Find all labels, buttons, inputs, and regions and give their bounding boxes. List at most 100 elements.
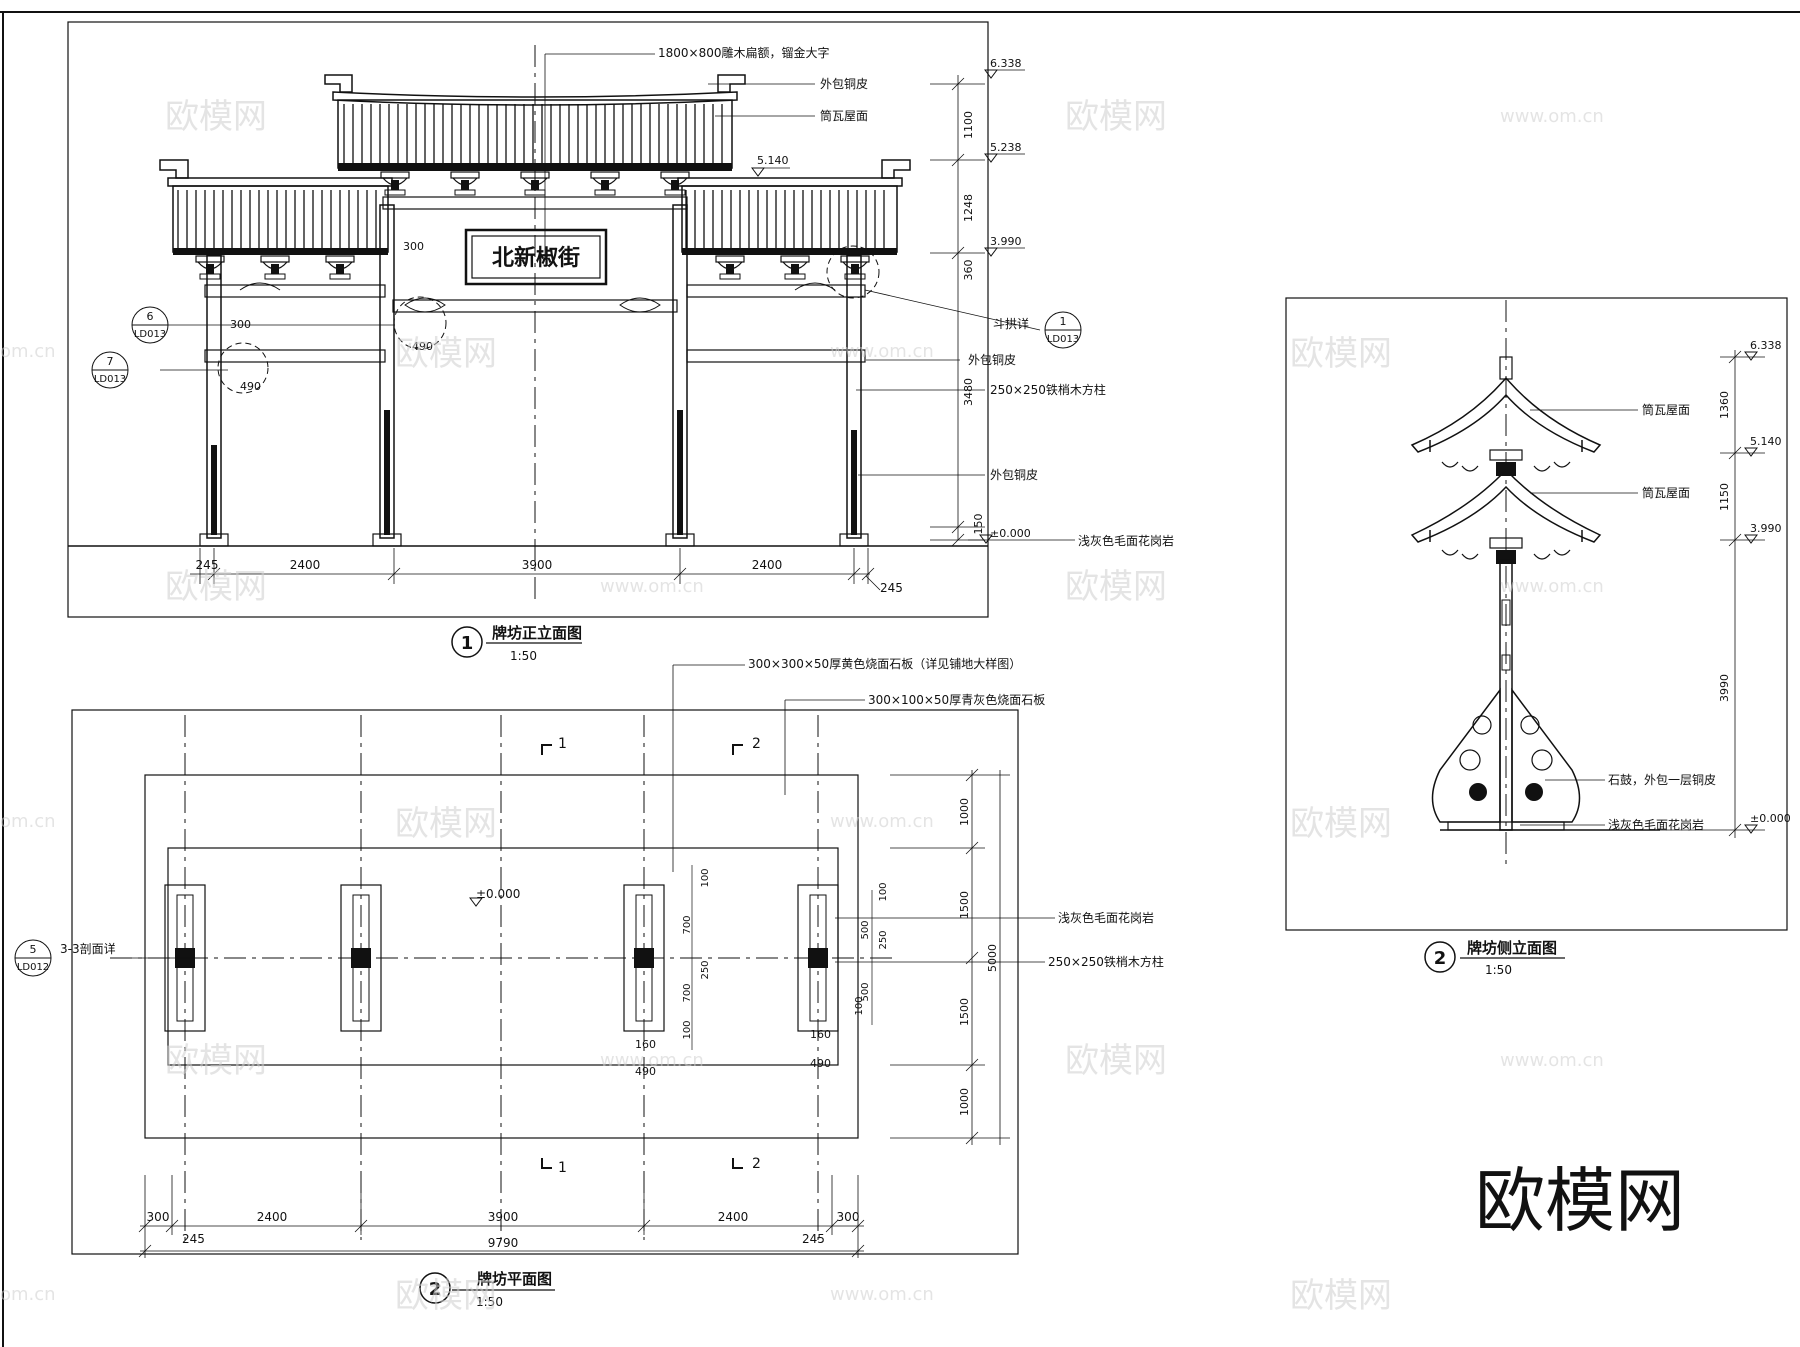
watermark: 欧模网 bbox=[1065, 1041, 1167, 1081]
dougong-bracket bbox=[380, 171, 410, 196]
detail-ref-1[interactable]: 1 LD013 bbox=[1044, 311, 1082, 349]
side-bracket-curl bbox=[1441, 549, 1459, 556]
watermark-url: www.om.cn bbox=[600, 576, 704, 597]
level-0: ±0.000 bbox=[990, 527, 1031, 540]
plan-idim-100-d: 100 bbox=[854, 996, 865, 1015]
watermark: 欧模网 bbox=[395, 334, 497, 374]
plan-idim-250-a: 250 bbox=[700, 960, 711, 979]
section-ref-5[interactable]: 5 LD012 3-3剖面详 bbox=[14, 939, 116, 977]
dougong-bracket bbox=[840, 255, 870, 280]
note-plaque: 1800×800雕木扁额，镏金大字 bbox=[658, 45, 830, 60]
side-bracket-curl bbox=[1461, 465, 1479, 472]
signboard-text: 北新椒街 bbox=[492, 245, 580, 271]
side-vertical-dims bbox=[1600, 350, 1765, 838]
plan-160-a: 160 bbox=[635, 1038, 656, 1051]
side-title-text: 牌坊侧立面图 bbox=[1467, 939, 1557, 957]
detail-ref-7[interactable]: 7 LD013 bbox=[91, 351, 129, 389]
dougong-bracket bbox=[195, 255, 225, 280]
watermark-url: www.om.cn bbox=[830, 341, 934, 362]
lower-roof-left bbox=[159, 159, 393, 255]
side-level-5140: 5.140 bbox=[1750, 435, 1782, 448]
dougong-bracket bbox=[715, 255, 745, 280]
side-elevation-frame bbox=[1285, 297, 1788, 931]
plan-490-a: 490 bbox=[635, 1065, 656, 1078]
plan-bdim-2400-right: 2400 bbox=[718, 1210, 749, 1224]
watermark: 欧模网 bbox=[395, 804, 497, 844]
side-bracket-curl bbox=[1461, 553, 1479, 560]
plan-rdim-1000-top: 1000 bbox=[958, 798, 971, 826]
watermark: 欧模网 bbox=[1290, 334, 1392, 374]
detail-circle-7 bbox=[217, 342, 269, 394]
watermark-url: www.om.cn bbox=[1500, 106, 1604, 127]
side-title: 2 牌坊侧立面图 1:50 bbox=[1424, 939, 1565, 977]
side-post-band-1 bbox=[1501, 599, 1511, 626]
plan-bdim-3900: 3900 bbox=[488, 1210, 519, 1224]
side-post-band-2 bbox=[1501, 654, 1511, 671]
watermark: 欧模网 bbox=[165, 567, 267, 607]
plan-bdim-300-right: 300 bbox=[837, 1210, 860, 1224]
side-elevation: 筒瓦屋面 筒瓦屋面 石鼓，外包一层铜皮 浅灰色毛面花岗岩 1360 1150 3… bbox=[1285, 297, 1791, 977]
plan-idim-700-b: 700 bbox=[682, 983, 693, 1002]
level-6338: 6.338 bbox=[990, 57, 1022, 70]
side-lower-roof bbox=[1410, 468, 1602, 564]
watermark: 欧模网 bbox=[165, 97, 267, 137]
detail-ref-1-num: 1 bbox=[1060, 315, 1067, 328]
note-copper-1: 外包铜皮 bbox=[820, 76, 868, 91]
site-logo: 欧模网 bbox=[1475, 1160, 1685, 1242]
front-columns bbox=[199, 204, 869, 547]
plan-view: ±0.000 1 2 1 2 300×300×50厚黄色烧面石板（详见铺地大样图… bbox=[14, 656, 1164, 1309]
detail-ref-6[interactable]: 6 LD013 bbox=[131, 306, 169, 344]
detail-circle-6 bbox=[393, 296, 447, 350]
front-title-scale: 1:50 bbox=[510, 649, 537, 663]
side-bracket-curl bbox=[1533, 465, 1551, 472]
plan-bdim-300-left: 300 bbox=[147, 1210, 170, 1224]
hdim-3900: 3900 bbox=[522, 558, 553, 572]
watermark-url: www.om.cn bbox=[830, 1284, 934, 1305]
front-title-index: 1 bbox=[461, 633, 474, 654]
watermark: 欧模网 bbox=[165, 1041, 267, 1081]
section-mark-2-bottom: 2 bbox=[752, 1156, 761, 1172]
watermark-url: www.om.cn bbox=[1500, 576, 1604, 597]
hdim-2400-right: 2400 bbox=[752, 558, 783, 572]
watermark: 欧模网 bbox=[1290, 804, 1392, 844]
side-upper-roof bbox=[1410, 356, 1602, 476]
side-bracket-block bbox=[1496, 550, 1516, 564]
detail-ref-1-sheet: LD013 bbox=[1047, 334, 1079, 345]
plan-inner-paving bbox=[167, 847, 839, 1066]
detail-ref-6-sheet: LD013 bbox=[134, 329, 166, 340]
note-tile-roof: 筒瓦屋面 bbox=[820, 108, 868, 123]
note-copper-3: 外包铜皮 bbox=[990, 467, 1038, 482]
section-mark-2-top: 2 bbox=[752, 736, 761, 752]
watermark-url: om.cn bbox=[0, 811, 56, 832]
plan-bdim-245-left: 245 bbox=[182, 1232, 205, 1246]
watermark-url: om.cn bbox=[0, 341, 56, 362]
front-leaders bbox=[160, 53, 1075, 541]
section-ref-num: 5 bbox=[30, 943, 37, 956]
front-bottom-dims bbox=[190, 548, 881, 591]
hdim-2400-left: 2400 bbox=[290, 558, 321, 572]
section-mark-1-bottom: 1 bbox=[558, 1160, 567, 1176]
watermarks: 欧模网 欧模网 www.om.cn 欧模网 欧模网 om.cn www.om.c… bbox=[0, 97, 1604, 1316]
side-leaders bbox=[1520, 409, 1638, 826]
watermark: 欧模网 bbox=[1290, 1276, 1392, 1316]
plan-idim-100-c: 100 bbox=[878, 882, 889, 901]
front-elevation-title: 1 牌坊正立面图 1:50 bbox=[451, 624, 582, 663]
vdim-1248: 1248 bbox=[962, 194, 975, 222]
watermark-url: www.om.cn bbox=[600, 1050, 704, 1071]
plan-note-yellow-stone: 300×300×50厚黄色烧面石板（详见铺地大样图） bbox=[748, 656, 1021, 671]
dim-490-b: 490 bbox=[240, 380, 261, 393]
plan-right-dims bbox=[890, 768, 1010, 1145]
plan-column-base bbox=[797, 884, 839, 1032]
detail-circle-1 bbox=[826, 245, 880, 299]
level-5238: 5.238 bbox=[990, 141, 1022, 154]
plan-idim-250-b: 250 bbox=[878, 930, 889, 949]
note-copper-2: 外包铜皮 bbox=[968, 352, 1016, 367]
plan-bottom-dims bbox=[138, 1175, 865, 1258]
plan-column-base bbox=[623, 884, 665, 1032]
lower-roof-right bbox=[677, 159, 911, 255]
side-note-tile-2: 筒瓦屋面 bbox=[1642, 485, 1690, 500]
plan-note-column: 250×250铁梢木方柱 bbox=[1048, 954, 1164, 969]
side-note-tile-1: 筒瓦屋面 bbox=[1642, 402, 1690, 417]
watermark-url: www.om.cn bbox=[1500, 1050, 1604, 1071]
plan-section-marks bbox=[541, 744, 743, 1169]
